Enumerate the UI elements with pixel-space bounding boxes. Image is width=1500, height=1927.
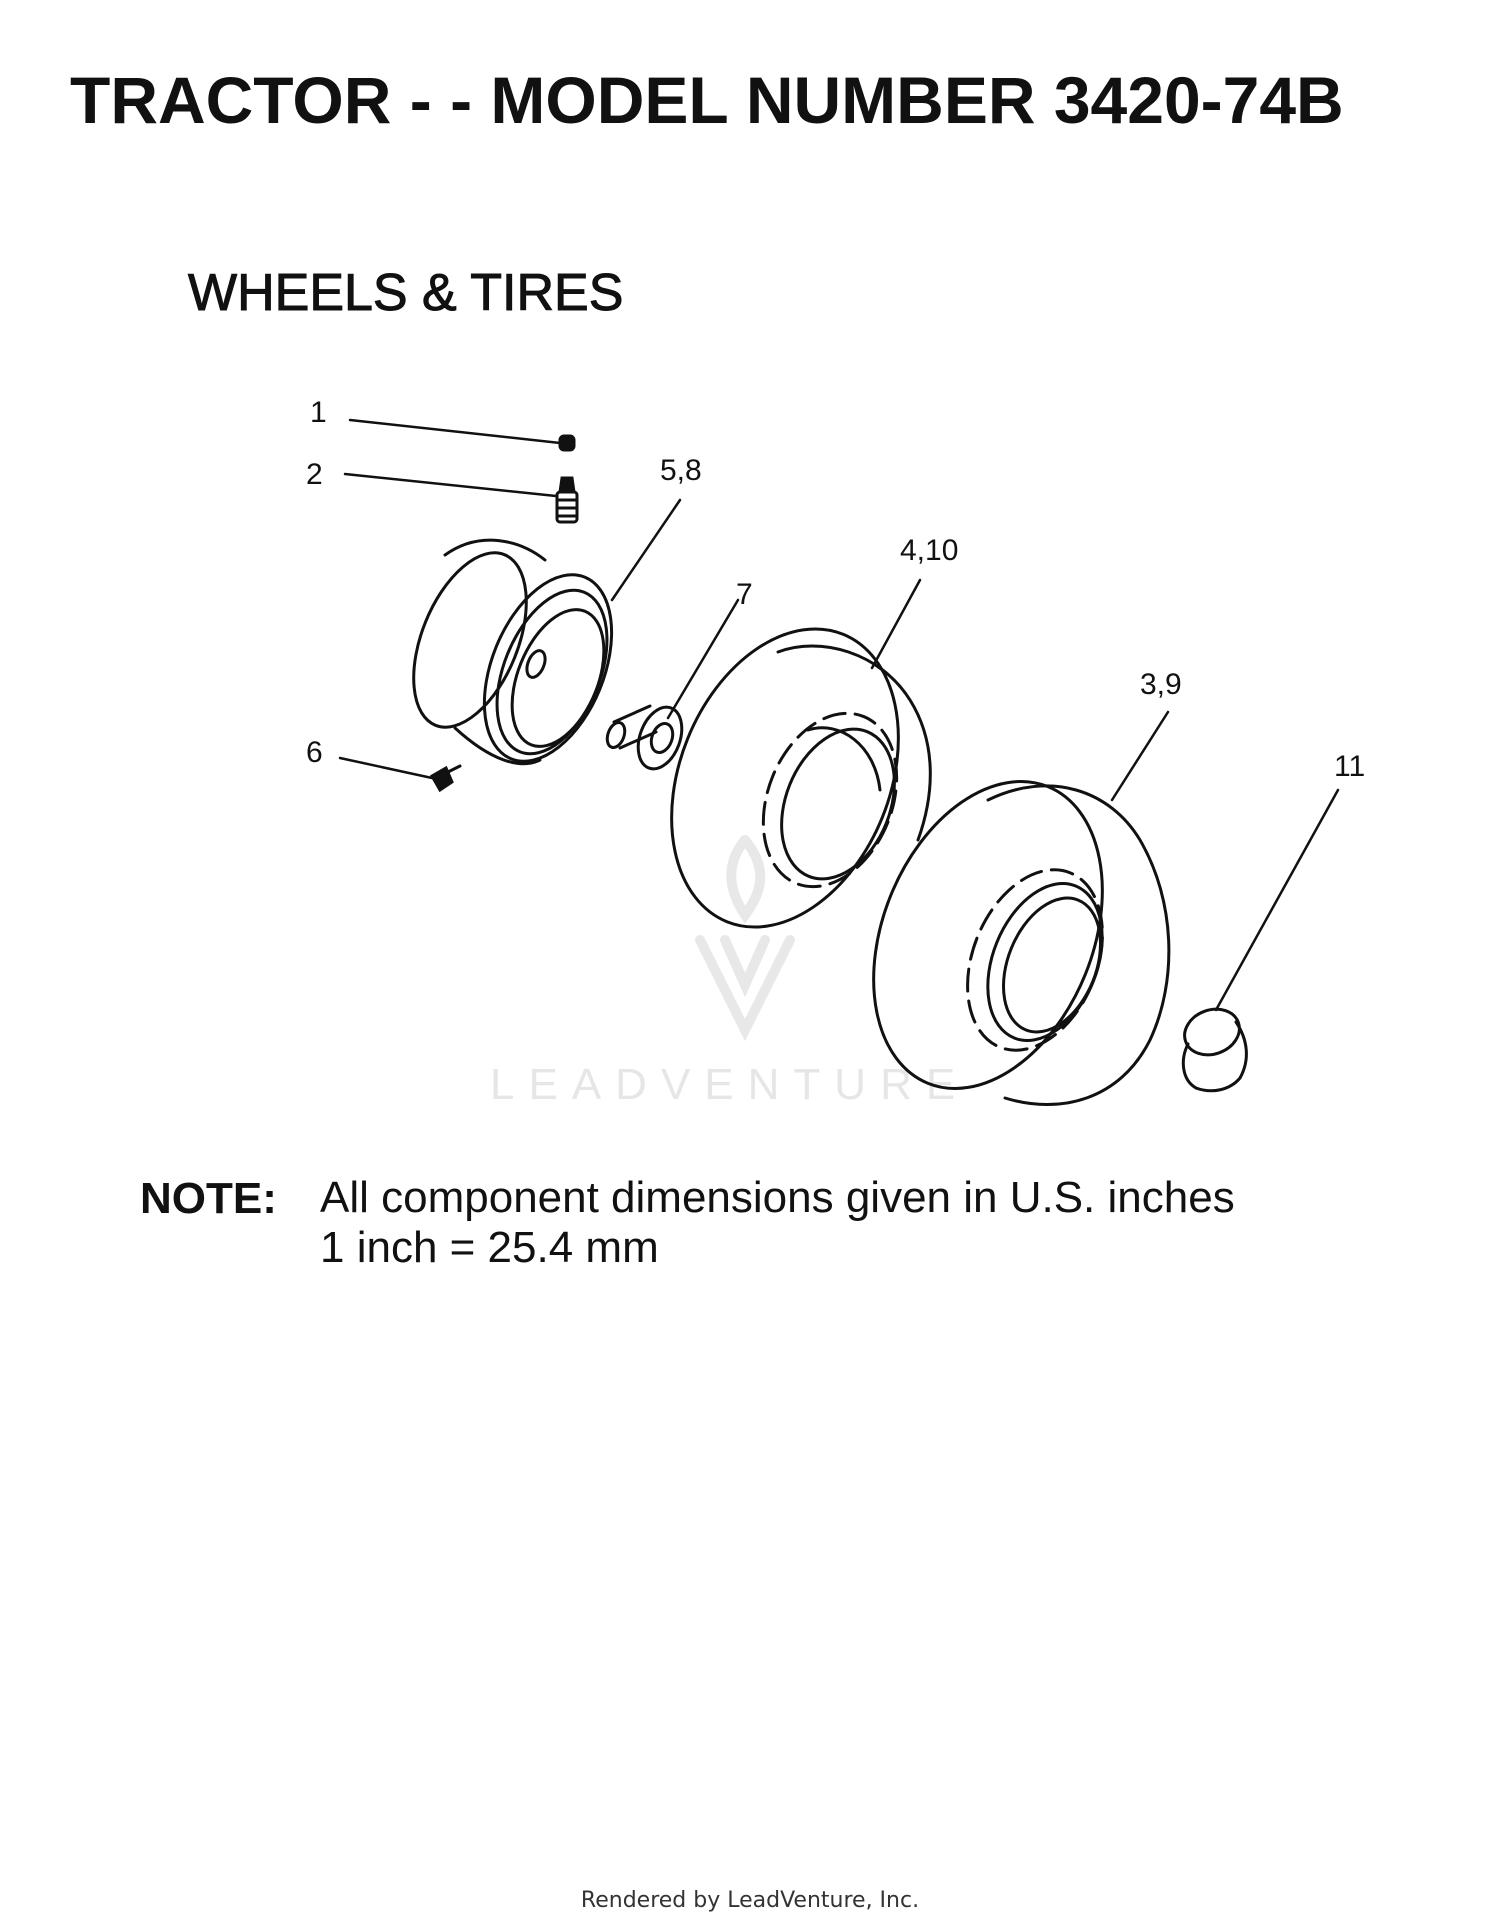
section-title: WHEELS & TIRES [187,264,624,323]
bushing-part [605,704,684,771]
note-line-1: All component dimensions given in U.S. i… [320,1173,1235,1222]
footer-credit: Rendered by LeadVenture, Inc. [580,1888,920,1913]
tire-part-b [872,780,1171,1106]
note-text: All component dimensions given in U.S. i… [320,1173,1235,1273]
watermark-text: LEADVENTURE [490,1060,970,1109]
callout-5-8: 5,8 [660,454,702,487]
valve-cap-part [558,434,576,452]
leader-lines [338,418,1340,1012]
note-line-2: 1 inch = 25.4 mm [320,1223,659,1272]
callout-3-9: 3,9 [1140,668,1182,701]
callout-4-10: 4,10 [900,534,958,567]
tire-part-a [670,627,932,929]
note-label: NOTE: [140,1174,277,1223]
callout-6: 6 [306,736,323,769]
page-title: TRACTOR - - MODEL NUMBER 3420-74B [70,63,1344,137]
watermark-logo-icon [695,835,795,1042]
callout-2: 2 [306,458,323,491]
wheel-rim-part [412,538,614,766]
exploded-parts-diagram: 1 2 5,8 4,10 7 3,9 6 11 [306,396,1365,1106]
callout-1: 1 [310,396,327,429]
grease-fitting-part [429,764,462,793]
valve-stem-part [555,476,579,524]
callout-11: 11 [1334,750,1365,783]
hub-cap-part [1181,1007,1248,1093]
callout-7: 7 [736,578,753,611]
